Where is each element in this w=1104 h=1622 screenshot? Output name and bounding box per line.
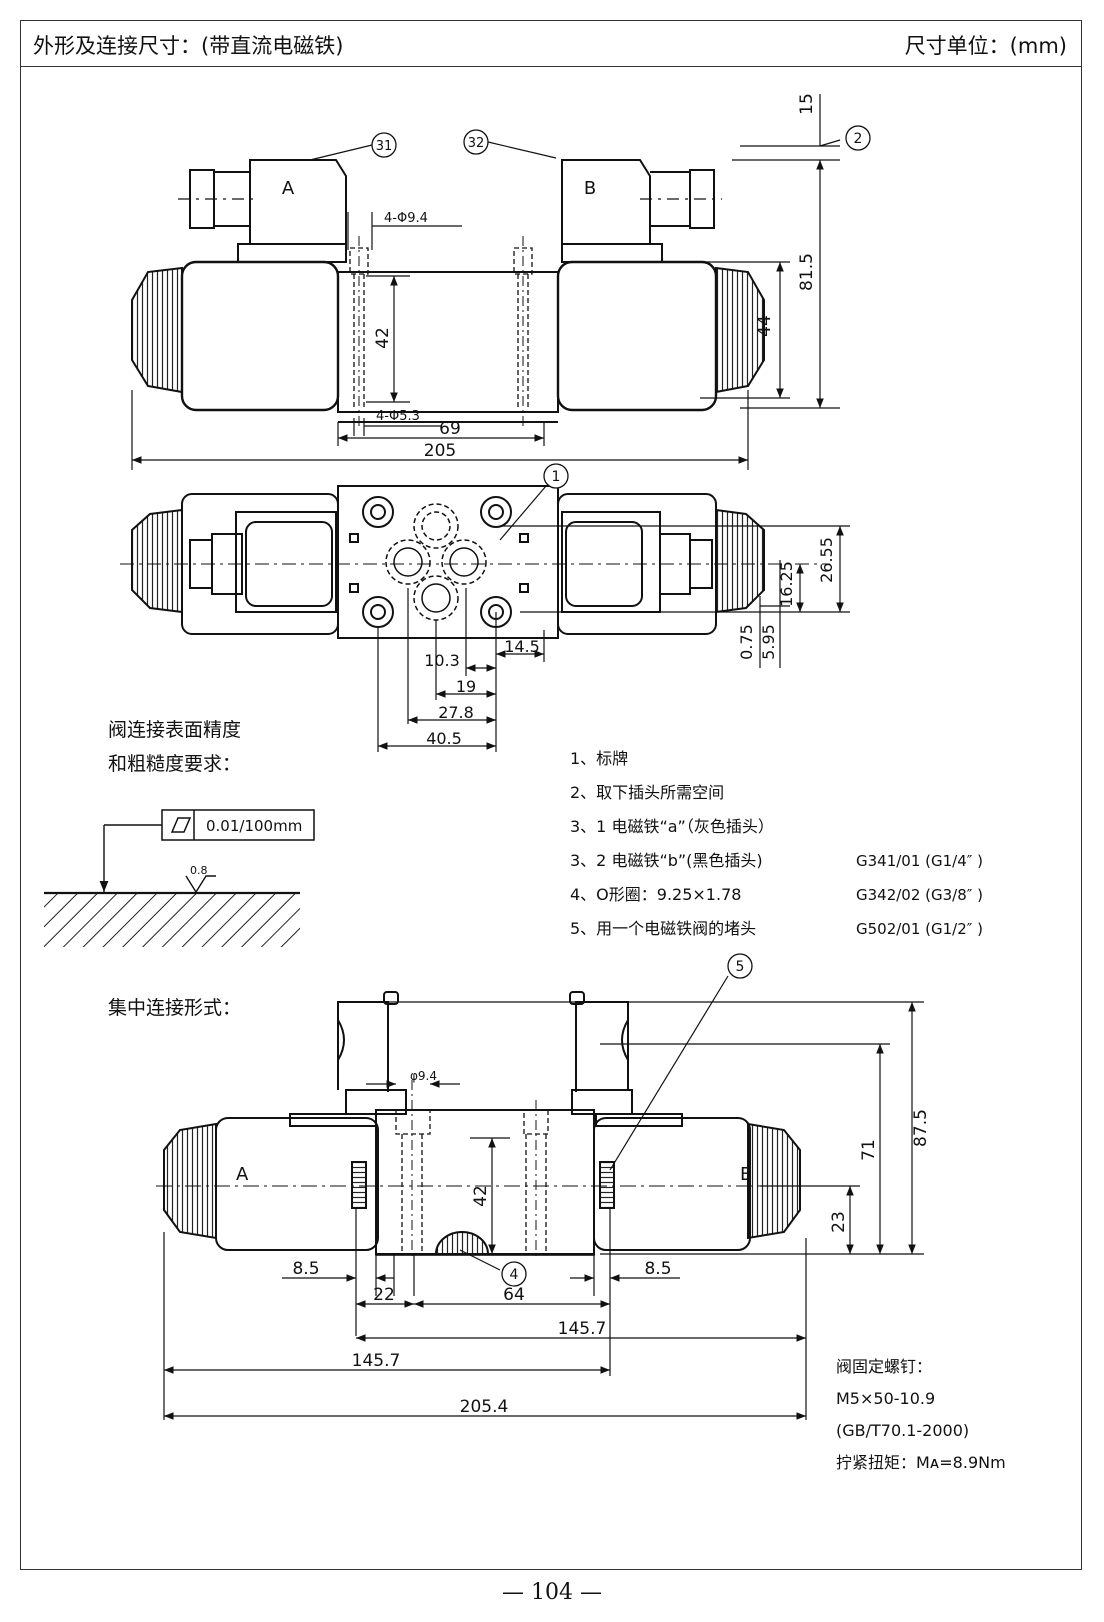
callout-31-bubble [371, 132, 397, 158]
callout-5-bubble [727, 953, 753, 979]
dim-40-5: 40.5 [426, 729, 462, 748]
note-3-1: 3、1 电磁铁“a”（灰色插头） [570, 817, 774, 836]
dim-44: 44 [755, 315, 775, 337]
dim-4-phi5-3: 4-Φ5.3 [376, 409, 420, 424]
note-3-2: 3、2 电磁铁“b”(黑色插头) [570, 851, 763, 870]
dim-205-4: 205.4 [460, 1397, 509, 1417]
dim-42-top: 42 [373, 327, 393, 349]
connector-b [561, 159, 651, 245]
dim-phi9-4: φ9.4 [410, 1069, 437, 1083]
dim-19: 19 [456, 677, 476, 696]
valve-body-center [337, 271, 559, 413]
dim-71: 71 [859, 1139, 879, 1161]
dim-69: 69 [439, 419, 461, 439]
dim-0-75: 0.75 [737, 624, 756, 660]
plan-view [120, 485, 830, 639]
screw-line-4: 拧紧扭矩：Mᴀ=8.9Nm [836, 1453, 1006, 1472]
note-2: 2、取下插头所需空间 [570, 783, 724, 802]
note-3-2-part: G341/01 (G1/4″ ) [856, 852, 983, 870]
dim-145-7-upper: 145.7 [558, 1319, 607, 1339]
coil-a-label: A [282, 178, 295, 199]
note-4: 4、O形圈：9.25×1.78 [570, 885, 741, 904]
screw-line-3: (GB/T70.1-2000) [836, 1421, 969, 1440]
surface-heading-2: 和粗糙度要求： [108, 753, 241, 775]
dim-22: 22 [373, 1285, 395, 1305]
header-bar: 外形及连接尺寸：(带直流电磁铁) 尺寸单位：(mm) [21, 21, 1081, 67]
dim-27-8: 27.8 [438, 703, 474, 722]
solenoid-body-right [556, 260, 718, 412]
plan-valve-body [337, 485, 559, 639]
callout-31: 31 [376, 139, 393, 154]
callout-4: 4 [510, 1267, 519, 1283]
dim-8-5-left: 8.5 [292, 1259, 319, 1279]
dim-4-phi9-4: 4-Φ9.4 [384, 211, 428, 226]
page-title: 外形及连接尺寸：(带直流电磁铁) [33, 34, 344, 58]
knurl-left [131, 266, 183, 394]
plan-knurl-left [131, 508, 183, 614]
note-4-part: G342/02 (G3/8″ ) [856, 886, 983, 904]
manifold-label-b: B [740, 1164, 752, 1185]
screw-line-1: 阀固定螺钉： [836, 1357, 932, 1376]
dim-26-55: 26.55 [817, 537, 836, 583]
dim-64: 64 [503, 1285, 525, 1305]
callout-32-bubble [463, 129, 489, 155]
callout-1-bubble [543, 463, 569, 489]
roughness-icon [185, 875, 216, 894]
dim-15: 15 [797, 93, 817, 115]
callout-32: 32 [468, 136, 485, 151]
callout-2-bubble [845, 125, 871, 151]
note-5-part: G502/01 (G1/2″ ) [856, 920, 983, 938]
note-5: 5、用一个电磁铁阀的堵头 [570, 919, 756, 938]
manifold-heading: 集中连接形式： [108, 997, 241, 1019]
dim-8-5-right: 8.5 [644, 1259, 671, 1279]
coil-b-label: B [584, 178, 596, 199]
dim-23: 23 [829, 1211, 849, 1233]
dim-205: 205 [424, 441, 456, 461]
manifold-knurl-right [747, 1122, 801, 1240]
surface-requirement [44, 809, 315, 947]
dim-87-5: 87.5 [911, 1109, 931, 1147]
manifold-label-a: A [236, 1164, 249, 1185]
dim-42-manifold: 42 [471, 1185, 491, 1207]
dimension-unit: 尺寸单位：(mm) [904, 34, 1067, 58]
callout-2: 2 [854, 131, 863, 147]
hatched-surface [44, 893, 300, 947]
top-view [131, 159, 765, 430]
screw-line-2: M5×50-10.9 [836, 1389, 935, 1408]
connector-a [249, 159, 347, 245]
note-1: 1、标牌 [570, 749, 628, 768]
plan-knurl-right [715, 508, 765, 614]
dim-16-25: 16.25 [777, 561, 796, 607]
manifold-knurl-left [163, 1122, 217, 1240]
flatness-value: 0.01/100mm [206, 817, 302, 835]
callout-4-bubble [501, 1261, 527, 1287]
manifold-valve-body [375, 1109, 595, 1255]
surface-heading-1: 阀连接表面精度 [108, 719, 241, 741]
dim-10-3: 10.3 [424, 651, 460, 670]
roughness-value: 0.8 [190, 864, 208, 877]
flatness-icon [170, 817, 192, 833]
solenoid-body-left [180, 260, 340, 412]
callout-5: 5 [736, 959, 745, 975]
dim-81-5: 81.5 [797, 253, 817, 291]
page-frame: 外形及连接尺寸：(带直流电磁铁) 尺寸单位：(mm) [20, 20, 1082, 1570]
manifold-view [156, 991, 820, 1260]
dim-5-95: 5.95 [759, 624, 778, 660]
page-number: — 104 — [502, 1580, 602, 1605]
callout-1: 1 [552, 469, 561, 485]
dim-14-5: 14.5 [504, 637, 540, 656]
dim-145-7-lower: 145.7 [352, 1351, 401, 1371]
